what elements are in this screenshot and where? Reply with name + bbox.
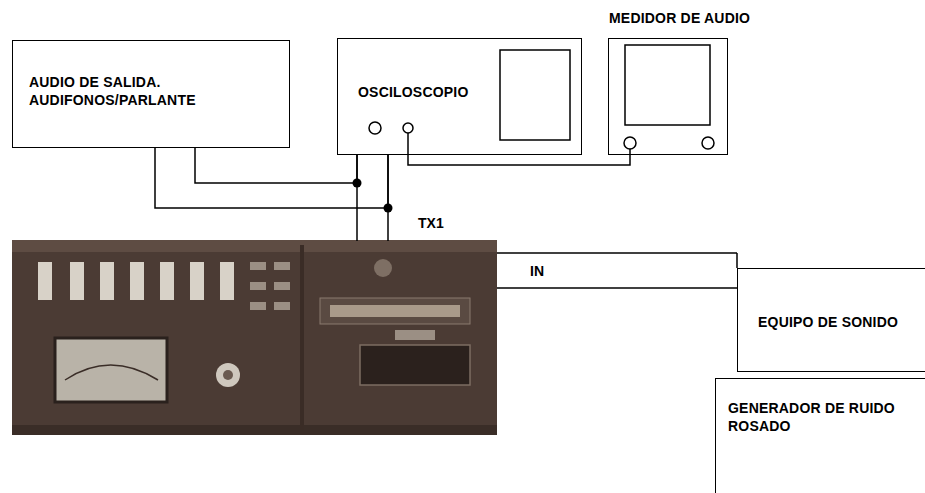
input-jack <box>624 137 636 149</box>
box-heading: MEDIDOR DE AUDIO <box>609 9 750 27</box>
sound-equipment-box: EQUIPO DE SONIDO <box>737 268 925 372</box>
wire-connector <box>408 155 630 165</box>
wire-line <box>155 148 388 208</box>
audio-processor-unit <box>12 240 497 435</box>
scope-screen <box>500 50 570 140</box>
input-jack <box>702 137 714 149</box>
wiring <box>357 155 737 288</box>
wire-connector <box>155 148 388 208</box>
signal-name: IN <box>528 262 546 280</box>
wire-line <box>408 155 630 165</box>
input-jack <box>403 123 413 133</box>
box-label: OSCILOSCOPIO <box>358 83 469 101</box>
box-label: EQUIPO DE SONIDO <box>758 313 898 331</box>
wire <box>407 133 409 155</box>
output-box: AUDIO DE SALIDA. AUDIFONOS/PARLANTE <box>12 40 290 148</box>
box-label: AUDIO DE SALIDA. AUDIFONOS/PARLANTE <box>29 73 219 109</box>
box-label: GENERADOR DE RUIDO ROSADO <box>728 399 898 435</box>
wire-line <box>195 148 357 183</box>
meter-screen <box>625 45 710 125</box>
input-jack <box>369 122 381 134</box>
pink-noise-generator-box: GENERADOR DE RUIDO ROSADO <box>715 378 925 493</box>
audio-meter-box: MEDIDOR DE AUDIO <box>608 38 728 155</box>
oscilloscope-box: OSCILOSCOPIO <box>337 38 582 155</box>
signal-name: TX1 <box>416 214 446 232</box>
wire-connector <box>195 148 357 183</box>
